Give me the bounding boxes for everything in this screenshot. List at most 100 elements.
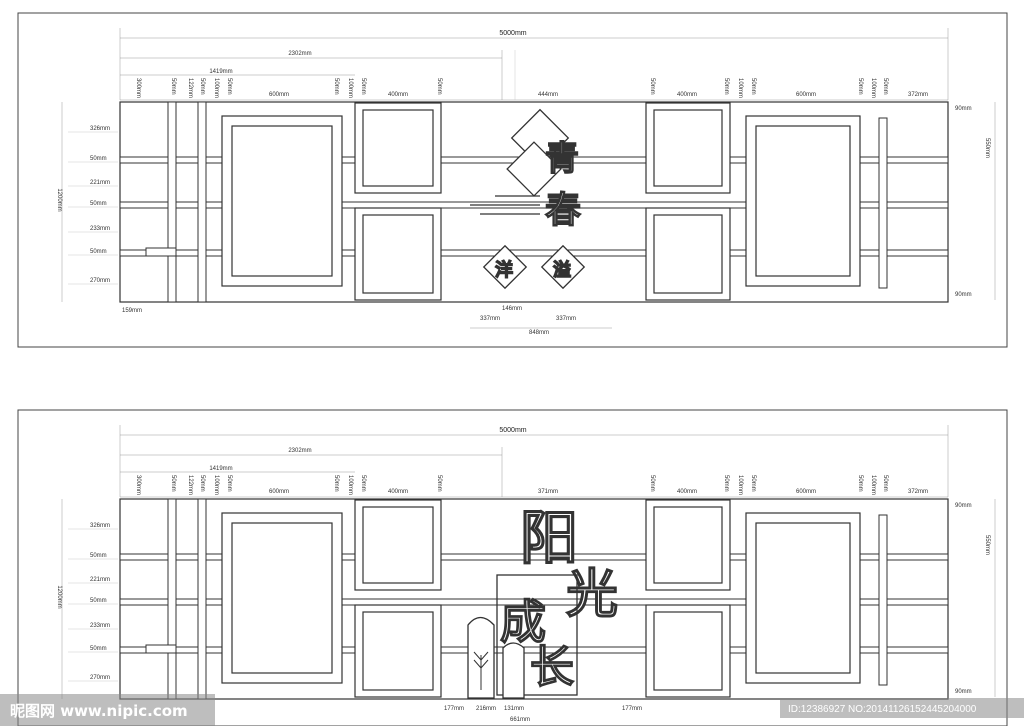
char-1: 阳	[520, 504, 578, 572]
dim-left-span: 1419mm	[209, 466, 232, 472]
top-dim-label: 400mm	[388, 489, 408, 495]
bottom-dimension-labels: 177mm 216mm 131mm 177mm 661mm	[444, 706, 642, 723]
right-dim-label: 550mm	[984, 138, 990, 158]
left-dim-label: 50mm	[90, 201, 107, 207]
top-dim-label: 50mm	[723, 475, 729, 492]
bottom-dim-label: 337mm	[480, 316, 500, 322]
top-dim-label: 50mm	[199, 78, 205, 95]
top-dim-label: 400mm	[677, 489, 697, 495]
top-dim-label: 50mm	[226, 475, 232, 492]
display-board	[119, 101, 949, 303]
panel-top: 5000mm 2302mm 1419mm 300mm 50mm 122mm 50mm 1…	[17, 12, 1008, 348]
top-dim-label: 100mm	[347, 78, 353, 98]
top-dim-label: 50mm	[436, 475, 442, 492]
top-dim-label: 100mm	[737, 475, 743, 495]
char-3: 洋	[495, 259, 513, 281]
top-dim-label: 600mm	[796, 489, 816, 495]
top-dim-label: 50mm	[723, 78, 729, 95]
char-4: 溢	[553, 259, 571, 281]
top-dim-label: 100mm	[870, 78, 876, 98]
dim-half: 2302mm	[288, 51, 311, 57]
dim-total: 5000mm	[499, 427, 526, 434]
bottom-dim-label: 177mm	[444, 706, 464, 712]
top-dim-label: 100mm	[347, 475, 353, 495]
top-dim-label: 300mm	[135, 475, 141, 495]
dim-half: 2302mm	[288, 448, 311, 454]
top-dim-label: 50mm	[360, 475, 366, 492]
top-dim-label: 50mm	[333, 475, 339, 492]
top-dim-label: 50mm	[857, 475, 863, 492]
dim-bottom-left: 159mm	[122, 308, 142, 314]
top-dim-label: 400mm	[677, 92, 697, 98]
right-dimension-labels: 90mm 550mm 90mm	[955, 102, 996, 300]
dim-left-span: 1419mm	[209, 69, 232, 75]
top-dimension-labels: 300mm 50mm 122mm 50mm 100mm 50mm 600mm 50mm 100m…	[135, 78, 928, 98]
top-dim-label: 50mm	[360, 78, 366, 95]
watermark-logo: 昵图网 www.nipic.com	[10, 702, 188, 720]
center-motif-youth: 青 春 洋 溢	[470, 108, 586, 290]
left-dim-label: 221mm	[90, 180, 110, 186]
left-dim-label: 233mm	[90, 623, 110, 629]
top-dim-label: 600mm	[269, 489, 289, 495]
left-dim-label: 50mm	[90, 553, 107, 559]
top-dim-label: 50mm	[333, 78, 339, 95]
top-dim-label: 444mm	[538, 92, 558, 98]
left-dim-label: 50mm	[90, 156, 107, 162]
top-dim-label: 50mm	[649, 475, 655, 492]
dim-total: 5000mm	[499, 30, 526, 37]
right-dim-label: 90mm	[955, 689, 972, 695]
left-dim-label: 233mm	[90, 226, 110, 232]
bottom-dim-label: 216mm	[476, 706, 496, 712]
top-dim-label: 50mm	[170, 475, 176, 492]
left-dim-label: 270mm	[90, 278, 110, 284]
top-dim-label: 50mm	[882, 475, 888, 492]
top-dim-label: 50mm	[170, 78, 176, 95]
left-dim-label: 221mm	[90, 577, 110, 583]
watermark: 昵图网 www.nipic.com ID:12386927 NO:2014112…	[0, 694, 1024, 726]
bottom-dim-label: 337mm	[556, 316, 576, 322]
left-dim-label: 326mm	[90, 126, 110, 132]
left-dim-label: 270mm	[90, 675, 110, 681]
top-dim-label: 50mm	[436, 78, 442, 95]
watermark-id: ID:12386927 NO:20141126152445204000	[788, 704, 977, 715]
top-dim-label: 372mm	[908, 489, 928, 495]
left-dim-label: 50mm	[90, 646, 107, 652]
dim-height: 1200mm	[56, 188, 62, 211]
top-dim-label: 100mm	[737, 78, 743, 98]
char-1: 青	[545, 139, 579, 179]
top-dim-label: 50mm	[199, 475, 205, 492]
char-2: 春	[545, 190, 581, 231]
char-3: 成	[500, 595, 546, 649]
dim-height: 1200mm	[56, 585, 62, 608]
bottom-dim-label: 848mm	[529, 330, 549, 336]
top-dim-label: 50mm	[649, 78, 655, 95]
top-dim-label: 400mm	[388, 92, 408, 98]
top-dim-label: 122mm	[187, 475, 193, 495]
bottom-dim-label: 131mm	[504, 706, 524, 712]
char-2: 光	[566, 565, 618, 625]
bottom-dim-label: 661mm	[510, 717, 530, 723]
top-dim-label: 50mm	[750, 78, 756, 95]
bottom-dim-label: 177mm	[622, 706, 642, 712]
top-dim-label: 50mm	[882, 78, 888, 95]
top-dim-label: 50mm	[750, 475, 756, 492]
right-dim-label: 90mm	[955, 106, 972, 112]
right-dim-label: 90mm	[955, 292, 972, 298]
display-board	[119, 498, 949, 700]
top-dim-label: 372mm	[908, 92, 928, 98]
top-dim-label: 300mm	[135, 78, 141, 98]
char-4: 长	[530, 642, 574, 693]
left-dim-label: 326mm	[90, 523, 110, 529]
panel-bottom: 5000mm 2302mm 1419mm 300mm 50mm 122mm 50mm 1…	[17, 409, 1008, 726]
top-dim-label: 600mm	[269, 92, 289, 98]
bottom-dim-label: 146mm	[502, 306, 522, 312]
top-dim-label: 600mm	[796, 92, 816, 98]
top-dim-label: 122mm	[187, 78, 193, 98]
right-dim-label: 550mm	[984, 535, 990, 555]
top-dim-label: 50mm	[857, 78, 863, 95]
